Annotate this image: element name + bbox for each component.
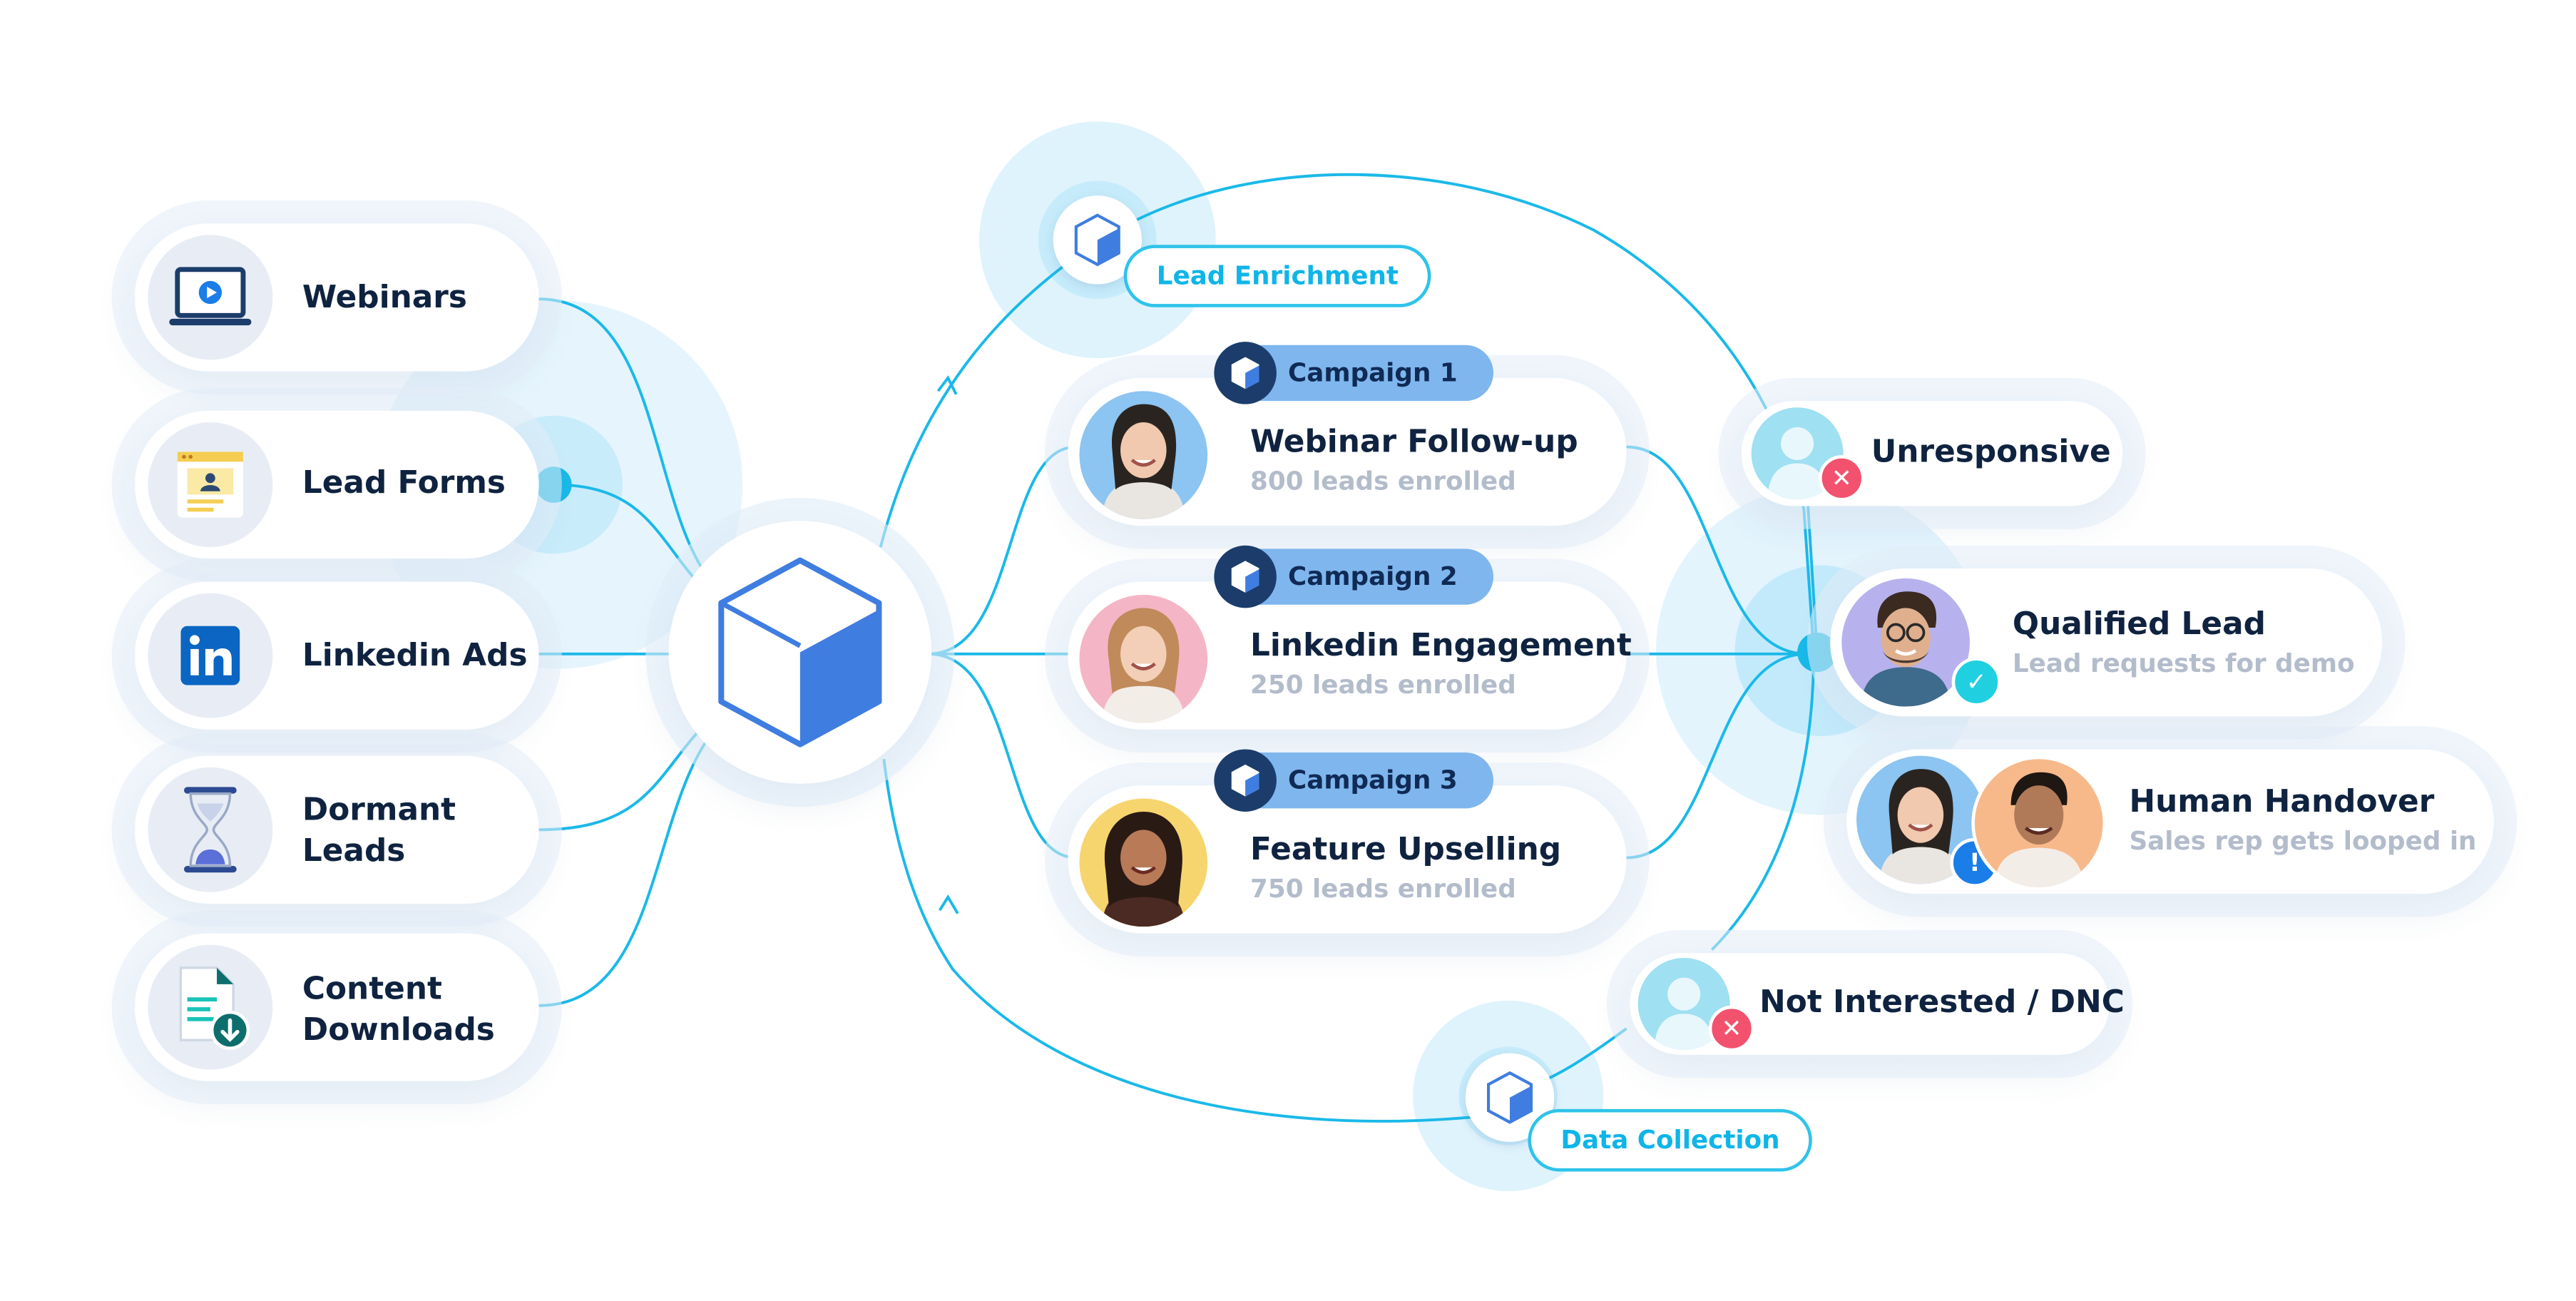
campaign-2-title: Linkedin Engagement [1250,627,1632,664]
campaign-1-tag-icon [1214,342,1277,404]
outcome-qualified-lead-sub: Lead requests for demo [2012,648,2355,679]
outcome-qualified-lead-title: Qualified Lead [2012,606,2266,643]
x-icon: ✕ [1708,1005,1755,1052]
campaign-1-sub: 800 leads enrolled [1250,466,1516,496]
avatar [1856,755,1985,884]
campaign-1-title: Webinar Follow-up [1250,424,1578,461]
campaign-3-tag-icon [1214,749,1277,812]
avatar [1079,594,1208,723]
avatar [1971,755,2107,891]
source-downloads-icon-bg [148,944,273,1070]
cube-icon [1231,561,1259,593]
outcome-unresponsive-title: Unresponsive [1871,434,2111,470]
cube-icon [1486,1071,1533,1124]
outcome-human-handover-title: Human Handover [2129,783,2435,820]
avatar [1079,798,1208,927]
hourglass-icon [184,787,237,873]
outcome-not-interested-title: Not Interested / DNC [1759,984,2125,1021]
cube-icon [1074,213,1120,267]
source-dormant-leads-label: Dormant Leads [302,792,456,869]
avatar [1751,407,1844,500]
cube-icon [1231,357,1259,389]
campaign-2-tag-icon [1214,545,1277,608]
check-icon: ✓ [1951,657,2001,707]
x-icon: ✕ [1819,455,1865,501]
campaign-3-title: Feature Upselling [1250,831,1562,868]
source-webinars-icon-bg [148,235,273,360]
enrichment-node[interactable] [1053,195,1143,285]
source-lead-forms-label: Lead Forms [302,464,506,501]
outcome-human-handover-sub: Sales rep gets looped in [2129,826,2477,857]
user-placeholder-icon [1654,977,1714,1051]
data-collection-label: Data Collection [1528,1108,1813,1172]
source-lead-forms-icon-bg [148,422,273,548]
source-dormant-icon-bg [148,767,273,892]
avatar [1841,578,1971,707]
avatar [1079,391,1208,519]
cube-icon [718,557,882,748]
outcome-node [1797,632,1837,673]
document-download-icon [179,966,250,1051]
laptop-video-icon [169,267,252,326]
source-webinars-label: Webinars [302,279,467,316]
hub-node[interactable] [668,521,932,784]
avatar [1637,957,1730,1051]
lead-forms-node [535,466,572,503]
lead-enrichment-label: Lead Enrichment [1123,245,1432,307]
cube-icon [1231,764,1259,797]
source-linkedin-icon-bg [148,593,273,718]
form-window-icon [177,451,243,518]
campaign-3-sub: 750 leads enrolled [1250,874,1516,904]
campaign-2-sub: 250 leads enrolled [1250,670,1516,700]
source-content-downloads-label: Content Downloads [302,971,495,1049]
source-linkedin-ads-label: Linkedin Ads [302,637,528,674]
user-placeholder-icon [1767,427,1827,500]
linkedin-icon [180,626,240,685]
